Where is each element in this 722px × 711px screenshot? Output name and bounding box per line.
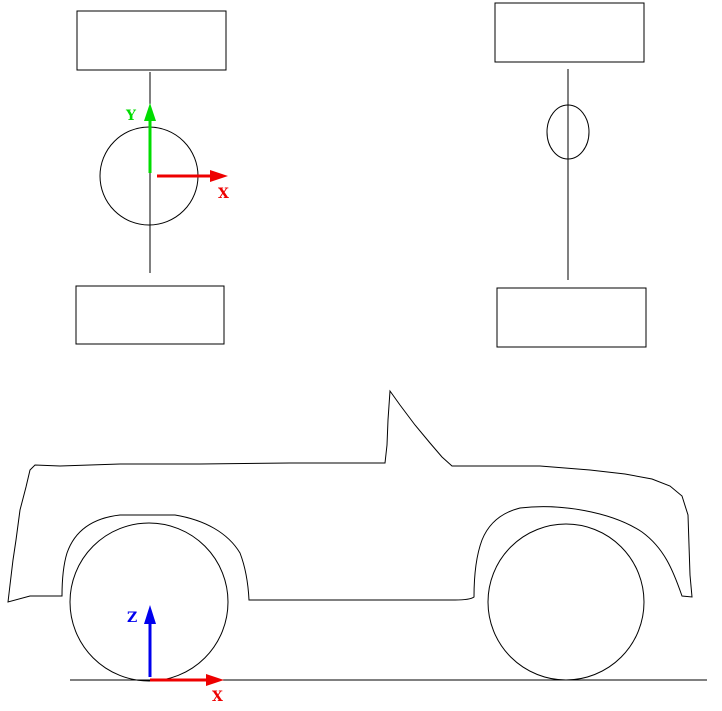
y-axis-arrowhead <box>144 103 156 121</box>
top-view-axle-diagram: Y X <box>75 10 229 345</box>
right-axle-wheel-top <box>494 2 645 63</box>
side-view-car: Z X <box>7 389 707 705</box>
right-axle-ellipse <box>546 104 590 160</box>
z-axis-arrowhead <box>144 605 156 624</box>
top-view-axle-diagram-right <box>494 2 647 348</box>
car-body-outline <box>7 389 693 603</box>
side-x-axis-label: X <box>212 689 223 705</box>
top-view-wheel-top <box>76 10 227 71</box>
top-view-wheel-bottom <box>75 285 225 345</box>
right-axle-wheel-bottom <box>496 287 647 348</box>
side-view-z-axis: Z <box>127 605 156 677</box>
top-view-x-axis: X <box>157 170 229 202</box>
rear-wheel <box>69 522 229 682</box>
x-axis-label: X <box>218 186 229 202</box>
y-axis-label: Y <box>125 108 137 124</box>
side-view-x-axis: X <box>150 674 224 705</box>
side-x-axis-arrowhead <box>206 674 224 686</box>
z-axis-label: Z <box>127 610 137 626</box>
x-axis-arrowhead <box>210 170 228 182</box>
top-view-y-axis: Y <box>125 103 156 173</box>
front-wheel <box>487 523 645 681</box>
